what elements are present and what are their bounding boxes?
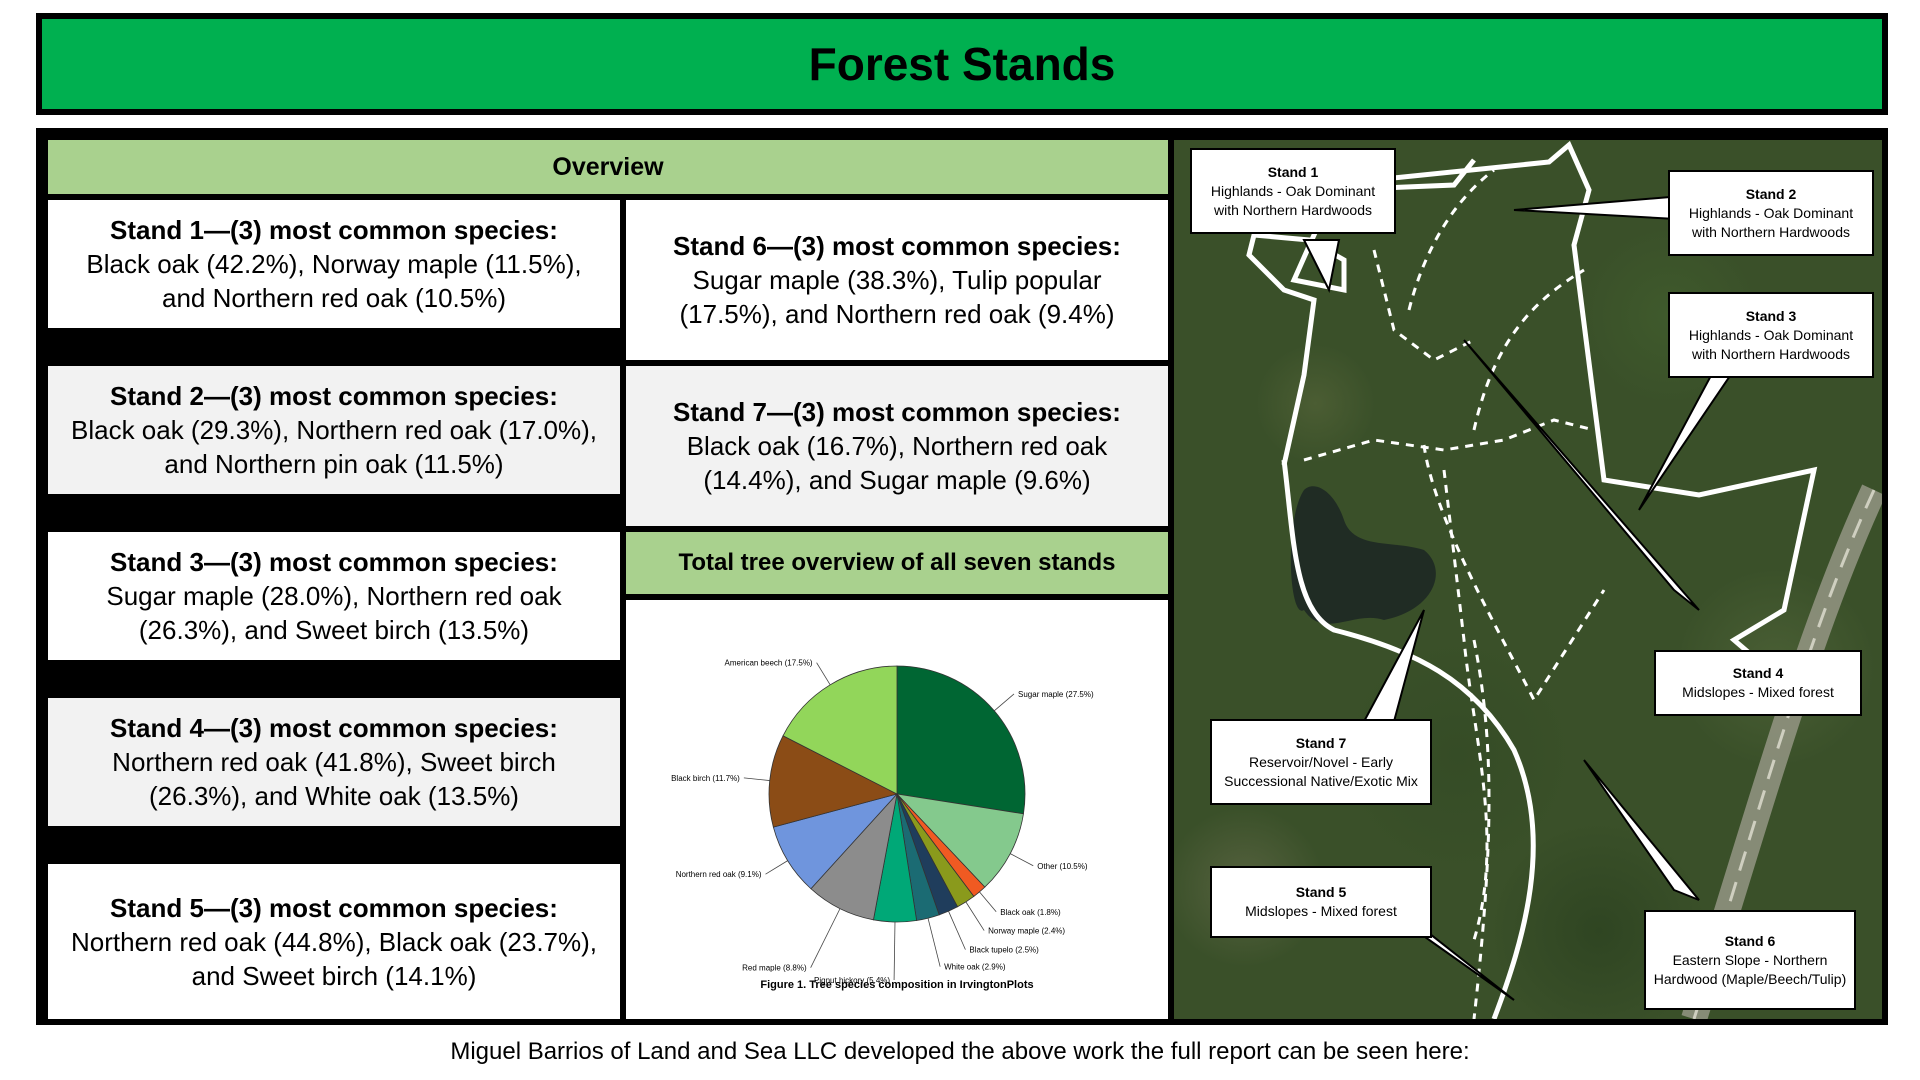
stand-6-species: Sugar maple (38.3%), Tulip popular (17.5… [679, 265, 1115, 329]
pie-leader-line [893, 921, 896, 980]
map-callout-stand-1: Stand 1 Highlands - Oak Dominant with No… [1190, 148, 1396, 234]
stand-6-card: Stand 6—(3) most common species: Sugar m… [626, 200, 1168, 360]
pie-slice-label: Black birch (11.7%) [671, 774, 740, 783]
pie-slice-label: Black tupelo (2.5%) [969, 946, 1039, 955]
callout-name: Stand 2 [1745, 185, 1797, 202]
stand-1-species: Black oak (42.2%), Norway maple (11.5%),… [86, 249, 582, 313]
callout-desc: Highlands - Oak Dominant with Northern H… [1210, 182, 1376, 218]
callout-desc: Highlands - Oak Dominant with Northern H… [1688, 326, 1854, 362]
stand-3-card: Stand 3—(3) most common species: Sugar m… [48, 532, 620, 660]
chart-header: Total tree overview of all seven stands [626, 532, 1168, 594]
map-callout-stand-7: Stand 7 Reservoir/Novel - Early Successi… [1210, 719, 1432, 805]
stand-4-title: Stand 4—(3) most common species: [110, 713, 558, 743]
map-callout-stand-2: Stand 2 Highlands - Oak Dominant with No… [1668, 170, 1874, 256]
map-callout-stand-4: Stand 4 Midslopes - Mixed forest [1654, 650, 1862, 716]
pie-leader-line [948, 911, 966, 950]
pie-leader-line [979, 891, 997, 913]
stand-5-title: Stand 5—(3) most common species: [110, 892, 558, 923]
stand-4-species: Northern red oak (41.8%), Sweet birch (2… [112, 747, 556, 811]
map-callout-stand-6: Stand 6 Eastern Slope - Northern Hardwoo… [1644, 910, 1856, 1010]
pie-slice-label: White oak (2.9%) [944, 963, 1006, 972]
pie-slice [896, 665, 1026, 815]
pie-slice-label: Black oak (1.8%) [1000, 908, 1061, 917]
pie-slice-label: American beech (17.5%) [725, 659, 813, 668]
overview-header: Overview [48, 140, 1168, 194]
stand-4-card: Stand 4—(3) most common species: Norther… [48, 698, 620, 826]
stand-6-title: Stand 6—(3) most common species: [673, 231, 1121, 261]
stand-2-species: Black oak (29.3%), Northern red oak (17.… [70, 415, 598, 479]
pie-leader-line [816, 662, 831, 686]
map-callout-stand-3: Stand 3 Highlands - Oak Dominant with No… [1668, 292, 1874, 378]
callout-desc: Eastern Slope - Northern Hardwood (Maple… [1653, 951, 1847, 987]
pie-chart-panel: Sugar maple (27.5%) Other (10.5%) Black oa… [626, 600, 1168, 1019]
stand-2-card: Stand 2—(3) most common species: Black o… [48, 366, 620, 494]
stand-7-title: Stand 7—(3) most common species: [673, 397, 1121, 427]
chart-caption: Figure 1. Tree species composition in Ir… [760, 979, 1033, 991]
stand-3-title: Stand 3—(3) most common species: [110, 547, 558, 577]
stand-2-title: Stand 2—(3) most common species: [110, 381, 558, 411]
stand-3-species: Sugar maple (28.0%), Northern red oak (2… [106, 581, 562, 645]
callout-name: Stand 6 [1724, 932, 1776, 949]
pie-slice-label: Red maple (8.8%) [742, 964, 807, 973]
pie-leader-line [1010, 853, 1034, 867]
footer-credit: Miguel Barrios of Land and Sea LLC devel… [450, 1038, 1470, 1065]
pie-leader-line [994, 693, 1015, 712]
callout-name: Stand 1 [1267, 163, 1319, 180]
stand-5-card: Stand 5—(3) most common species: Norther… [48, 864, 620, 1019]
pie-slice [782, 665, 898, 795]
page-title: Forest Stands [36, 13, 1888, 115]
pie-leader-line [927, 918, 941, 967]
stand-5-species: Northern red oak (44.8%), Black oak (23.… [70, 926, 598, 991]
pie-leader-line [765, 860, 788, 875]
callout-desc: Midslopes - Mixed forest [1682, 684, 1834, 700]
callout-name: Stand 5 [1295, 884, 1347, 900]
pie-leader-line [743, 777, 770, 781]
pie-slice-label: Sugar maple (27.5%) [1018, 690, 1094, 699]
callout-desc: Midslopes - Mixed forest [1245, 903, 1397, 919]
stand-1-title: Stand 1—(3) most common species: [110, 215, 558, 245]
callout-name: Stand 4 [1732, 665, 1784, 681]
callout-name: Stand 7 [1295, 734, 1347, 751]
callout-desc: Highlands - Oak Dominant with Northern H… [1688, 204, 1854, 240]
pie-slice-label: Other (10.5%) [1037, 862, 1088, 871]
pie-chart: Sugar maple (27.5%) Other (10.5%) Black oa… [671, 659, 1094, 991]
callout-desc: Reservoir/Novel - Early Successional Nat… [1224, 753, 1418, 789]
pie-leader-line [965, 901, 985, 931]
stand-1-card: Stand 1—(3) most common species: Black o… [48, 200, 620, 328]
pie-slice-label: Norway maple (2.4%) [988, 927, 1065, 936]
map-callout-stand-5: Stand 5 Midslopes - Mixed forest [1210, 866, 1432, 938]
pie-slice-label: Northern red oak (9.1%) [676, 870, 762, 879]
pie-leader-line [810, 908, 841, 968]
main-panel: Overview Stand 1—(3) most common species… [36, 128, 1888, 1025]
stand-7-species: Black oak (16.7%), Northern red oak (14.… [686, 431, 1108, 495]
pie-slice [895, 793, 1024, 888]
stand-7-card: Stand 7—(3) most common species: Black o… [626, 366, 1168, 526]
callout-name: Stand 3 [1745, 307, 1797, 324]
aerial-map: Stand 1 Highlands - Oak Dominant with No… [1174, 140, 1882, 1019]
pie-slice-label: Pignut hickory (5.4%) [814, 976, 890, 985]
